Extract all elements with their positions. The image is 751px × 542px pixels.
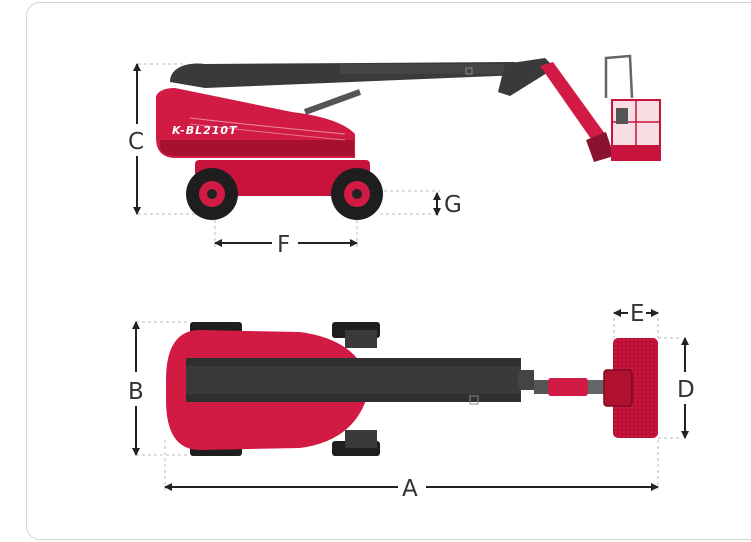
dimension-f-label: F bbox=[277, 232, 290, 258]
dimension-a: A bbox=[164, 476, 659, 502]
top-boom bbox=[186, 358, 534, 405]
dimension-b-label: B bbox=[128, 379, 144, 405]
dimension-c: C bbox=[128, 63, 144, 215]
side-front-wheel bbox=[186, 168, 238, 220]
top-jib bbox=[534, 378, 604, 396]
top-view: B A D E bbox=[128, 301, 695, 502]
dimension-c-label: C bbox=[128, 129, 144, 155]
top-guide-lines bbox=[136, 318, 680, 490]
dimension-e-label: E bbox=[630, 301, 645, 327]
dimension-a-label: A bbox=[402, 476, 418, 502]
dimension-d-label: D bbox=[677, 377, 695, 403]
dimension-g: G bbox=[433, 192, 462, 218]
model-label: K-BL210T bbox=[172, 124, 238, 137]
side-rear-wheel bbox=[331, 168, 383, 220]
side-chassis: K-BL210T bbox=[156, 88, 370, 196]
side-jib bbox=[540, 62, 614, 162]
dimension-d: D bbox=[677, 337, 695, 439]
dimension-b: B bbox=[128, 321, 144, 456]
side-view: K-BL210T C F G bbox=[128, 54, 661, 258]
dimension-g-label: G bbox=[444, 192, 462, 218]
dimension-e: E bbox=[613, 301, 659, 327]
side-boom bbox=[170, 58, 555, 115]
dimension-f: F bbox=[214, 232, 358, 258]
side-platform-basket bbox=[604, 54, 661, 161]
diagram-card bbox=[26, 2, 751, 540]
top-platform bbox=[603, 338, 658, 438]
